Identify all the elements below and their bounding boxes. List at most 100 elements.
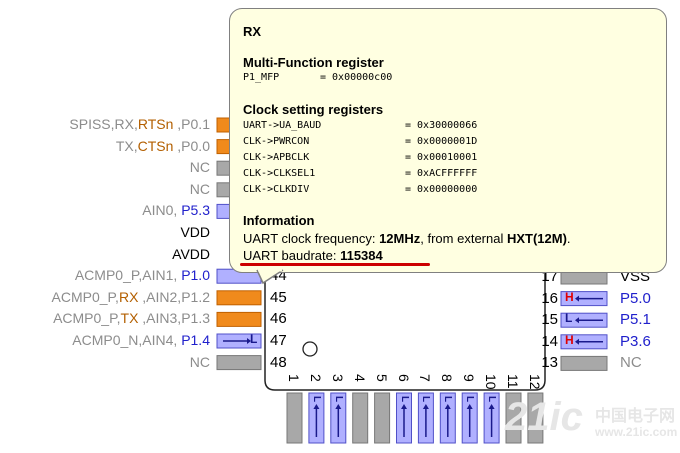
clock-reg-value: = 0xACFFFFFF (405, 168, 478, 179)
watermark-url: www.21ic.com (595, 425, 678, 439)
pin-label-part: VDD (180, 224, 210, 240)
bottom-pin-number: 4 (351, 374, 368, 382)
left-pin-label: ACMP0_N,AIN4, P1.4 (72, 332, 210, 348)
info-header: Information (243, 213, 315, 228)
clock-reg-name: CLK->CLKSEL1 (243, 168, 316, 179)
left-pin-number: 48 (270, 353, 287, 371)
bottom-pin-box (352, 392, 369, 444)
pin-level-mark: L (464, 396, 476, 403)
mfp-reg-value: = 0x00000c00 (320, 72, 393, 83)
bottom-pin-number: 12 (526, 374, 543, 390)
bottom-pin-number: 7 (417, 374, 434, 382)
right-pin-number: 16 (541, 289, 558, 307)
bottom-pin-number: 9 (461, 374, 478, 382)
right-pin-number: 13 (541, 354, 558, 372)
bottom-pin-number: 10 (483, 374, 500, 390)
pin-label-part: ,AIN2,P1.2 (138, 288, 210, 305)
bottom-pin-box (374, 392, 391, 444)
bottom-pin-number: 2 (307, 374, 324, 382)
pin-label-part: NC (189, 353, 210, 370)
info-baud-value: 115384 (340, 248, 383, 263)
bottom-pin-number: 11 (505, 374, 521, 389)
clock-reg-value: = 0x30000066 (405, 120, 478, 131)
pin-arrow-head (575, 317, 579, 324)
bottom-pin-number: 3 (329, 374, 346, 382)
clock-register-row: CLK->APBCLK= 0x00010001 (243, 152, 477, 163)
baud-highlight-underline (240, 263, 430, 266)
pin-label-part: ACMP0_P,AIN1, (74, 267, 182, 284)
right-pin-box (560, 355, 608, 371)
left-pin-label: NC (190, 181, 210, 197)
pin-arrow-head (401, 404, 407, 409)
pin-label-part: SPISS,RX, (69, 116, 138, 132)
clock-reg-name: UART->UA_BAUD (243, 120, 322, 131)
bottom-pin-box (527, 392, 544, 444)
left-pin-box (216, 311, 262, 327)
pin-label-part: P5.3 (181, 202, 210, 219)
pin-arrow-head (575, 295, 579, 302)
mfp-row: P1_MFP = 0x00000c00 (243, 72, 392, 83)
clock-register-row: CLK->CLKSEL1 = 0xACFFFFFF (243, 168, 477, 179)
watermark-cn: 中国电子网 (595, 408, 676, 425)
pin-label-part: RX (118, 288, 139, 305)
pin-arrow-head (335, 404, 342, 409)
pin1-marker-dot (302, 341, 318, 357)
left-pin-number: 46 (270, 310, 287, 328)
left-pin-box (216, 355, 262, 371)
right-pin-label: P3.6 (620, 332, 651, 350)
info-clock-source: HXT(12M) (506, 231, 567, 246)
clock-reg-value: = 0x00000000 (405, 184, 478, 195)
pin-label-part: ,AIN3,P1.3 (138, 310, 210, 327)
info-clock-mid: , from external (420, 231, 507, 246)
pin-level-mark: H (565, 289, 574, 304)
bottom-pin-box (505, 392, 522, 444)
bottom-pin-number: 6 (395, 374, 412, 382)
pin-label-part: RTSn (137, 116, 174, 132)
clock-header: Clock setting registers (243, 102, 384, 117)
left-pin-label: SPISS,RX,RTSn ,P0.1 (69, 116, 210, 132)
clock-register-row: CLK->CLKDIV = 0x00000000 (243, 184, 477, 195)
bottom-pin-box (286, 392, 303, 444)
clock-reg-name: CLK->CLKDIV (243, 184, 310, 195)
clock-reg-name: CLK->APBCLK (243, 152, 310, 163)
left-pin-label: AVDD (172, 246, 210, 262)
pin-arrow-head (422, 404, 429, 409)
clock-reg-name: CLK->PWRCON (243, 136, 310, 147)
pin-level-mark: L (486, 396, 498, 403)
pin-label-part: AVDD (172, 245, 210, 262)
left-pin-label: TX,CTSn ,P0.0 (116, 138, 210, 154)
info-clock-suffix: . (566, 231, 571, 246)
pin-label-part: P1.4 (181, 332, 210, 348)
pin-level-mark: L (420, 396, 432, 403)
pin-label-part: ,P0.1 (173, 116, 210, 132)
pin-label-part: ACMP0_P, (53, 310, 121, 327)
pin-level-mark: L (565, 311, 573, 326)
right-pin-number: 14 (541, 332, 558, 350)
pin-arrow-head (444, 404, 451, 409)
pin-arrow-head (313, 404, 320, 409)
left-pin-label: AIN0, P5.3 (142, 202, 210, 218)
pin-level-mark: L (398, 396, 410, 403)
left-pin-number: 47 (270, 332, 287, 349)
pin-label-part: AIN0, (142, 202, 182, 219)
watermark-logo: 21ic (505, 395, 583, 439)
left-pin-label: NC (190, 354, 210, 370)
pin-label-part: P1.0 (181, 267, 210, 284)
left-pin-label: ACMP0_P,TX ,AIN3,P1.3 (53, 310, 210, 326)
tooltip-title: RX (243, 24, 262, 39)
left-pin-label: NC (190, 159, 210, 175)
pin-label-part: ACMP0_N,AIN4, (72, 332, 182, 348)
mfp-header: Multi-Function register (243, 55, 384, 70)
pin-level-mark: L (310, 396, 322, 403)
tooltip-pointer (256, 269, 284, 285)
pin-arrow-head (488, 404, 495, 409)
left-pin-box (216, 290, 262, 306)
right-pin-number: 15 (541, 311, 558, 329)
left-pin-label: VDD (180, 224, 210, 240)
clock-register-row: UART->UA_BAUD = 0x30000066 (243, 120, 477, 131)
bottom-pin-number: 5 (373, 374, 390, 382)
bottom-pin-number: 8 (439, 374, 456, 382)
pin-label-part: ,P0.0 (173, 137, 210, 154)
pin-label-part: NC (189, 180, 210, 197)
